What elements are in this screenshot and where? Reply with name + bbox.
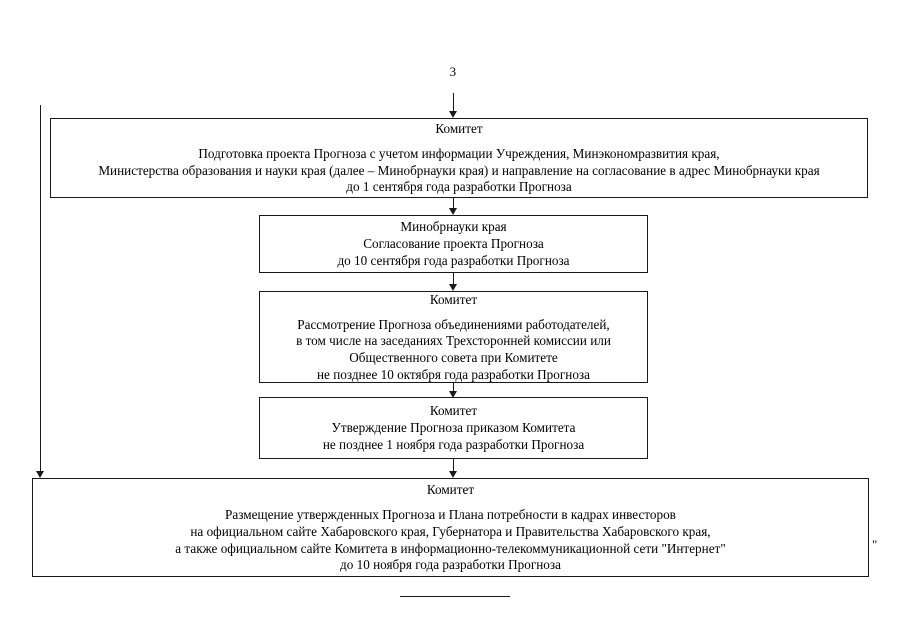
- flow-box-confirm-actor: Комитет: [429, 403, 478, 419]
- flow-box-prepare-actor: Комитет: [435, 121, 483, 137]
- flow-box-confirm-body: Утверждение Прогноза приказом Комитета н…: [323, 420, 584, 453]
- connector-left-bypass-arrowhead: [36, 471, 44, 478]
- flow-box-prepare-body: Подготовка проекта Прогноза с учетом инф…: [98, 146, 819, 196]
- flow-box-approve: Минобрнауки края Согласование проекта Пр…: [259, 215, 648, 273]
- flow-box-approve-body: Согласование проекта Прогноза до 10 сент…: [337, 236, 569, 269]
- footer-divider: [400, 596, 510, 597]
- connector-approve-to-review-line: [453, 273, 454, 287]
- connector-review-to-confirm-arrowhead: [449, 391, 457, 398]
- connector-confirm-to-publish-arrowhead: [449, 471, 457, 478]
- flow-box-review: Комитет Рассмотрение Прогноза объединени…: [259, 291, 648, 383]
- flow-box-confirm-line-2: не позднее 1 ноября года разработки Прог…: [322, 437, 585, 452]
- flow-box-prepare-line-3: до 1 сентября года разработки Прогноза: [346, 179, 572, 195]
- flow-box-confirm: Комитет Утверждение Прогноза приказом Ко…: [259, 397, 648, 459]
- connector-prepare-to-approve-line: [453, 198, 454, 210]
- flow-box-review-line-2: в том числе на заседаниях Трехсторонней …: [296, 333, 611, 349]
- connector-approve-to-review-arrowhead: [449, 284, 457, 291]
- connector-left-bypass-line: [40, 105, 41, 473]
- flow-box-prepare-line-2: Министерства образования и науки края (д…: [98, 162, 820, 178]
- flow-box-publish-line-1: Размещение утвержденных Прогноза и Плана…: [225, 507, 676, 523]
- connector-prepare-to-approve-arrowhead: [449, 208, 457, 215]
- connector-incoming-arrowhead: [449, 111, 457, 118]
- flow-box-publish-actor: Комитет: [426, 482, 475, 498]
- flow-box-approve-line-1: Согласование проекта Прогноза: [363, 236, 544, 252]
- flow-box-review-line-3: Общественного совета при Комитете: [349, 350, 558, 365]
- flow-box-publish-body: Размещение утвержденных Прогноза и Плана…: [175, 507, 725, 573]
- flow-box-publish-line-4: до 10 ноября года разработки Прогноза: [340, 557, 561, 573]
- connector-incoming-line: [453, 93, 454, 113]
- flow-box-review-body: Рассмотрение Прогноза объединениями рабо…: [296, 317, 611, 383]
- flow-box-prepare: Комитет Подготовка проекта Прогноза с уч…: [50, 118, 868, 198]
- flow-box-approve-line-2: до 10 сентября года разработки Прогноза: [337, 253, 570, 268]
- flow-box-publish-line-2: на официальном сайте Хабаровского края, …: [190, 523, 711, 539]
- flow-box-review-line-4: не позднее 10 октября года разработки Пр…: [317, 366, 590, 382]
- page-number: 3: [449, 64, 457, 79]
- closing-quote-mark: ": [872, 537, 878, 552]
- flow-box-prepare-line-1: Подготовка проекта Прогноза с учетом инф…: [198, 146, 720, 162]
- flow-box-publish-line-3: а также официальном сайте Комитета в инф…: [175, 540, 726, 556]
- flow-box-approve-actor: Минобрнауки края: [400, 219, 507, 235]
- flow-box-review-line-1: Рассмотрение Прогноза объединениями рабо…: [297, 316, 610, 332]
- connector-review-to-confirm-line: [453, 383, 454, 393]
- flow-box-publish: Комитет Размещение утвержденных Прогноза…: [32, 478, 869, 577]
- flow-box-review-actor: Комитет: [429, 291, 478, 307]
- connector-confirm-to-publish-line: [453, 459, 454, 473]
- flow-box-confirm-line-1: Утверждение Прогноза приказом Комитета: [331, 420, 576, 436]
